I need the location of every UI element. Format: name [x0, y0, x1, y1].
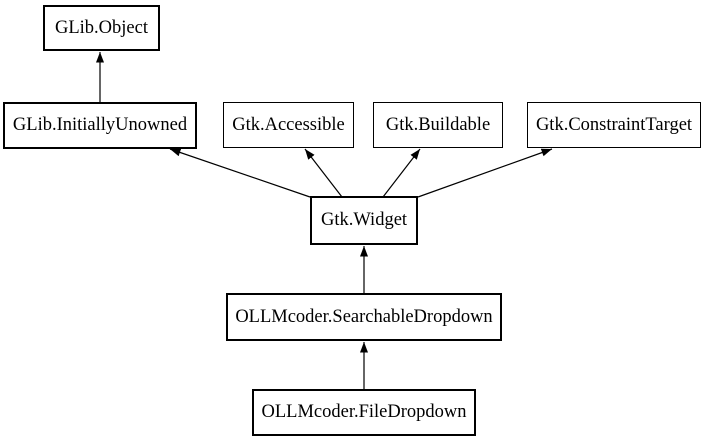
edge-widget-to-accessible: [304, 148, 343, 198]
node-glib-initially-unowned[interactable]: GLib.InitiallyUnowned: [3, 102, 197, 149]
node-gtk-constraint-target[interactable]: Gtk.ConstraintTarget: [527, 102, 701, 148]
node-label: OLLMcoder.SearchableDropdown: [235, 306, 493, 327]
node-label: Gtk.ConstraintTarget: [535, 114, 693, 135]
node-label: Gtk.Accessible: [232, 114, 345, 135]
node-gtk-buildable[interactable]: Gtk.Buildable: [373, 102, 503, 148]
node-gtk-widget[interactable]: Gtk.Widget: [310, 196, 418, 245]
node-label: OLLMcoder.FileDropdown: [261, 402, 467, 423]
node-label: GLib.InitiallyUnowned: [12, 115, 188, 136]
node-label: GLib.Object: [55, 17, 148, 38]
edge-widget-to-constrainttarget: [417, 148, 553, 198]
edge-widget-to-initiallyunowned: [169, 148, 311, 198]
node-gtk-accessible[interactable]: Gtk.Accessible: [223, 102, 354, 148]
edge-widget-to-buildable: [382, 148, 421, 198]
node-ollmcoder-searchable-dropdown[interactable]: OLLMcoder.SearchableDropdown: [226, 293, 502, 341]
node-label: Gtk.Widget: [320, 210, 408, 231]
node-ollmcoder-file-dropdown[interactable]: OLLMcoder.FileDropdown: [252, 389, 476, 436]
node-label: Gtk.Buildable: [385, 114, 491, 135]
node-glib-object[interactable]: GLib.Object: [43, 5, 160, 51]
